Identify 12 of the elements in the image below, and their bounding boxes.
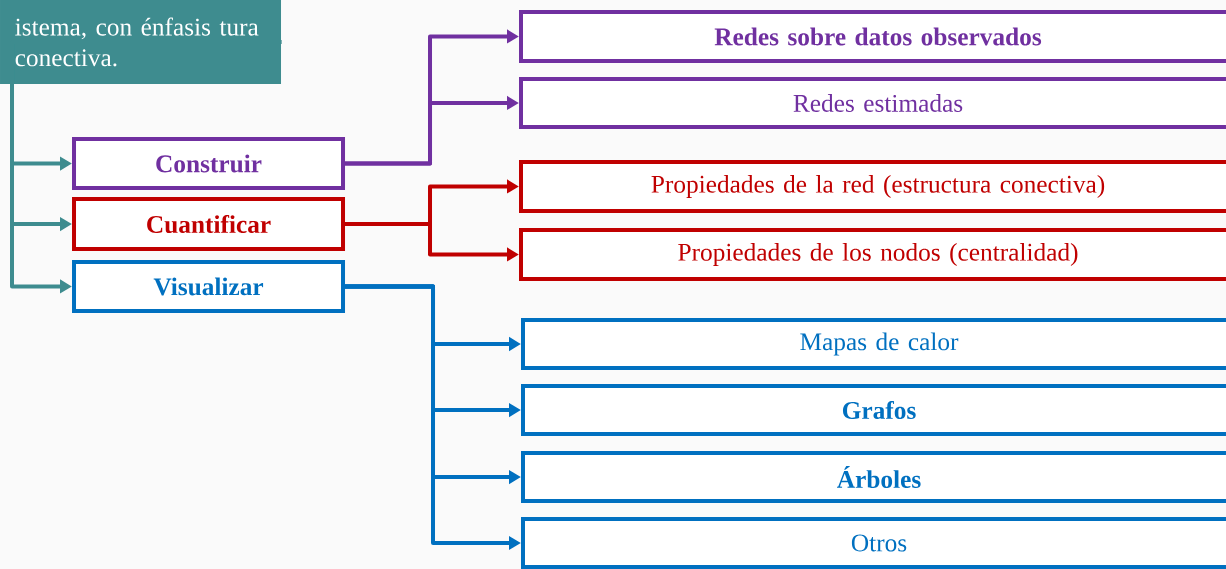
process-box: Propiedades de la red (estructura conectiva) <box>519 160 1226 213</box>
process-box: Redes estimadas <box>519 77 1226 129</box>
process-box: Propiedades de los nodos (centralidad) <box>519 228 1226 281</box>
process-box: Otros <box>521 517 1226 569</box>
process-box: Redes sobre datos observados <box>519 10 1226 63</box>
text-box: istema, con énfasis tura conectiva. <box>0 0 281 84</box>
process-box: Visualizar <box>72 260 345 313</box>
process-box: Árboles <box>521 451 1226 503</box>
process-box: Cuantificar <box>72 197 345 251</box>
process-box: Construir <box>72 137 345 190</box>
process-box: Grafos <box>521 384 1226 436</box>
process-box: Mapas de calor <box>521 318 1226 370</box>
